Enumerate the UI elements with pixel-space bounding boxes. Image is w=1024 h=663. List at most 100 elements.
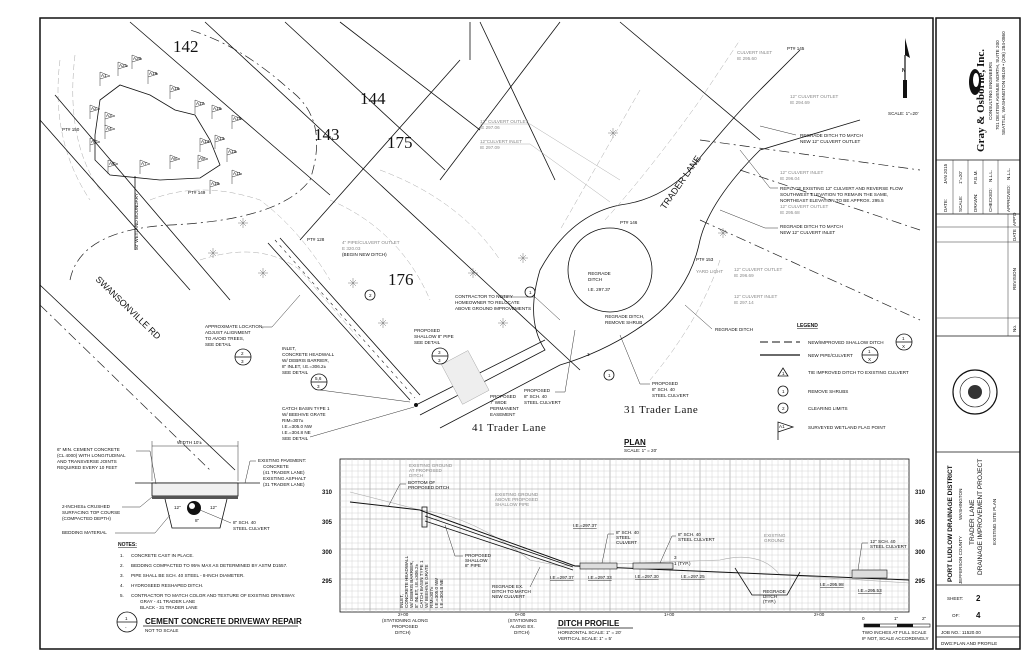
legend-title: LEGEND bbox=[797, 323, 818, 329]
survey-point: PT# 149 bbox=[188, 190, 206, 195]
crushed-surfacing bbox=[152, 496, 238, 499]
elevation-label: 305 bbox=[915, 520, 926, 526]
svg-text:JEFFERSON COUNTY: JEFFERSON COUNTY bbox=[958, 536, 963, 584]
elevation-label: 295 bbox=[322, 579, 333, 585]
svg-text:A15: A15 bbox=[233, 116, 242, 121]
svg-text:A4: A4 bbox=[106, 126, 112, 131]
svg-text:INLET,: INLET, bbox=[282, 346, 296, 351]
svg-text:RIM=307±: RIM=307± bbox=[429, 586, 434, 608]
wetland-flag: A8 bbox=[169, 154, 181, 169]
svg-text:PORT LUDLOW DRAINAGE DISTRICT: PORT LUDLOW DRAINAGE DISTRICT bbox=[947, 465, 954, 582]
svg-text:1: 1 bbox=[868, 349, 871, 354]
svg-text:YARD LIGHT: YARD LIGHT bbox=[696, 269, 723, 274]
title-block-border bbox=[935, 17, 1021, 650]
svg-text:IE 294.69: IE 294.69 bbox=[790, 100, 810, 105]
notes-title: NOTES: bbox=[118, 542, 137, 548]
svg-text:2: 2 bbox=[369, 293, 372, 298]
svg-text:A19: A19 bbox=[149, 71, 158, 76]
elevation-label: 295 bbox=[915, 579, 926, 585]
svg-text:12" CULVERT OUTLET: 12" CULVERT OUTLET bbox=[780, 204, 829, 209]
contour-line bbox=[57, 59, 91, 201]
svg-text:PROPOSED: PROPOSED bbox=[524, 388, 551, 393]
project-info: PORT LUDLOW DRAINAGE DISTRICT JEFFERSON … bbox=[947, 459, 997, 584]
svg-text:A6: A6 bbox=[109, 161, 115, 166]
wetland-flag: A12 bbox=[226, 147, 238, 162]
svg-text:12": 12" bbox=[210, 505, 217, 510]
svg-text:CONSULTING ENGINEERS: CONSULTING ENGINEERS bbox=[988, 62, 993, 120]
svg-text:SEE DETAIL: SEE DETAIL bbox=[282, 370, 309, 375]
svg-text:CATCH BASIN TYPE 1: CATCH BASIN TYPE 1 bbox=[282, 406, 330, 411]
detail-title: CEMENT CONCRETE DRIVEWAY REPAIR bbox=[145, 617, 302, 626]
wetland-flag: A7 bbox=[139, 159, 151, 174]
svg-text:8": 8" bbox=[195, 518, 200, 523]
svg-text:IE 295.68: IE 295.68 bbox=[780, 210, 800, 215]
wetland-flags: A1 A21 A20 A19 A18 A17 A2 A3 A4 A5 A6 A7… bbox=[89, 54, 243, 194]
svg-text:(TYP.): (TYP.) bbox=[763, 599, 776, 604]
company-name: Gray & Osborne, Inc. bbox=[975, 49, 987, 152]
svg-text:A17: A17 bbox=[196, 101, 205, 106]
drawing-info: DATE:JAN 2015 SCALE:1"=20' DRAWN:P.G.M. … bbox=[943, 160, 1011, 214]
svg-text:SOUTHWEST ELEVATION TO REMAIN: SOUTHWEST ELEVATION TO REMAIN THE SAME, bbox=[780, 192, 888, 197]
svg-text:INLET,: INLET, bbox=[399, 594, 404, 608]
wetland-flag: A19 bbox=[147, 69, 159, 84]
svg-text:REPLACE EXISTING 12" CULVERT A: REPLACE EXISTING 12" CULVERT AND REVERSE… bbox=[780, 186, 904, 191]
svg-text:(31 TRADER LANE): (31 TRADER LANE) bbox=[263, 482, 305, 487]
svg-text:REGRADE EX.: REGRADE EX. bbox=[492, 584, 523, 589]
svg-text:8" SCH. 40: 8" SCH. 40 bbox=[233, 520, 256, 525]
hedge-row bbox=[604, 39, 741, 221]
svg-text:I.E.=305.0 NW: I.E.=305.0 NW bbox=[434, 577, 439, 608]
wetland-flag: A6 bbox=[107, 159, 119, 174]
contour-line bbox=[649, 259, 721, 381]
svg-text:A5: A5 bbox=[91, 139, 97, 144]
road-label-swansonville: SWANSONVILLE RD bbox=[94, 274, 163, 341]
revision-table: No. REVISION DATE APP'D bbox=[936, 212, 1020, 336]
svg-text:2+00: 2+00 bbox=[398, 612, 409, 617]
svg-text:701 DEXTER AVENUE NORTH, SUITE: 701 DEXTER AVENUE NORTH, SUITE 200 bbox=[995, 40, 1000, 130]
svg-text:SEE DETAIL: SEE DETAIL bbox=[205, 342, 232, 347]
address-41-trader-lane: 41 Trader Lane bbox=[472, 422, 546, 434]
svg-text:A8: A8 bbox=[171, 156, 177, 161]
svg-text:3: 3 bbox=[438, 358, 441, 363]
svg-text:CONCRETE HEADWALL: CONCRETE HEADWALL bbox=[404, 555, 409, 608]
svg-text:I.E. 297.37: I.E. 297.37 bbox=[588, 287, 611, 292]
plan-title: PLAN bbox=[624, 438, 646, 447]
svg-text:W/ DEBRIS BARRIER,: W/ DEBRIS BARRIER, bbox=[282, 358, 329, 363]
svg-text:CONCRETE: CONCRETE bbox=[263, 464, 289, 469]
svg-text:BEDDING MATERIAL: BEDDING MATERIAL bbox=[62, 530, 107, 535]
culvert-profile bbox=[851, 569, 888, 579]
hexagon-marker: 1 bbox=[603, 369, 615, 381]
svg-text:12": 12" bbox=[174, 505, 181, 510]
svg-text:AND TRANSVERSE JOINTS: AND TRANSVERSE JOINTS bbox=[57, 459, 117, 464]
svg-text:GROUND: GROUND bbox=[764, 538, 785, 543]
svg-text:RIM=307±: RIM=307± bbox=[282, 418, 304, 423]
lot-number: 175 bbox=[387, 133, 413, 152]
svg-text:1 (TYP.): 1 (TYP.) bbox=[674, 561, 691, 566]
wetland-flag: A4 bbox=[104, 124, 116, 139]
svg-text:I.E.=297.33: I.E.=297.33 bbox=[588, 575, 612, 580]
svg-text:PROPOSED: PROPOSED bbox=[465, 553, 492, 558]
svg-text:ABOVE PROPOSED: ABOVE PROPOSED bbox=[495, 497, 539, 502]
north-arrow-scale: SCALE: 1"=20' bbox=[888, 111, 919, 116]
svg-text:CONTRACTOR TO NOTIFY: CONTRACTOR TO NOTIFY bbox=[455, 294, 513, 299]
svg-text:WASHINGTON: WASHINGTON bbox=[958, 489, 963, 520]
svg-text:3: 3 bbox=[674, 555, 677, 560]
svg-text:HOMEOWNER TO RELOCATE: HOMEOWNER TO RELOCATE bbox=[455, 300, 520, 305]
svg-text:2: 2 bbox=[782, 406, 785, 411]
profile-title: DITCH PROFILE bbox=[558, 619, 620, 628]
contour-line bbox=[149, 189, 331, 281]
svg-text:SHALLOW PIPE: SHALLOW PIPE bbox=[495, 502, 529, 507]
svg-text:12" CULVERT OUTLET: 12" CULVERT OUTLET bbox=[480, 119, 529, 124]
wetland-flag: A15 bbox=[231, 114, 243, 129]
svg-text:REGRADE: REGRADE bbox=[763, 589, 786, 594]
profile-hscale: HORIZONTAL SCALE: 1" = 20' bbox=[558, 630, 622, 635]
svg-text:1.: 1. bbox=[120, 553, 124, 558]
trader-lane-edge bbox=[419, 49, 801, 416]
svg-text:1: 1 bbox=[125, 616, 128, 621]
svg-text:W/ DEBRIS BARRIER,: W/ DEBRIS BARRIER, bbox=[409, 561, 414, 608]
wetland-flag: A18 bbox=[169, 84, 181, 99]
property-line bbox=[284, 21, 446, 171]
